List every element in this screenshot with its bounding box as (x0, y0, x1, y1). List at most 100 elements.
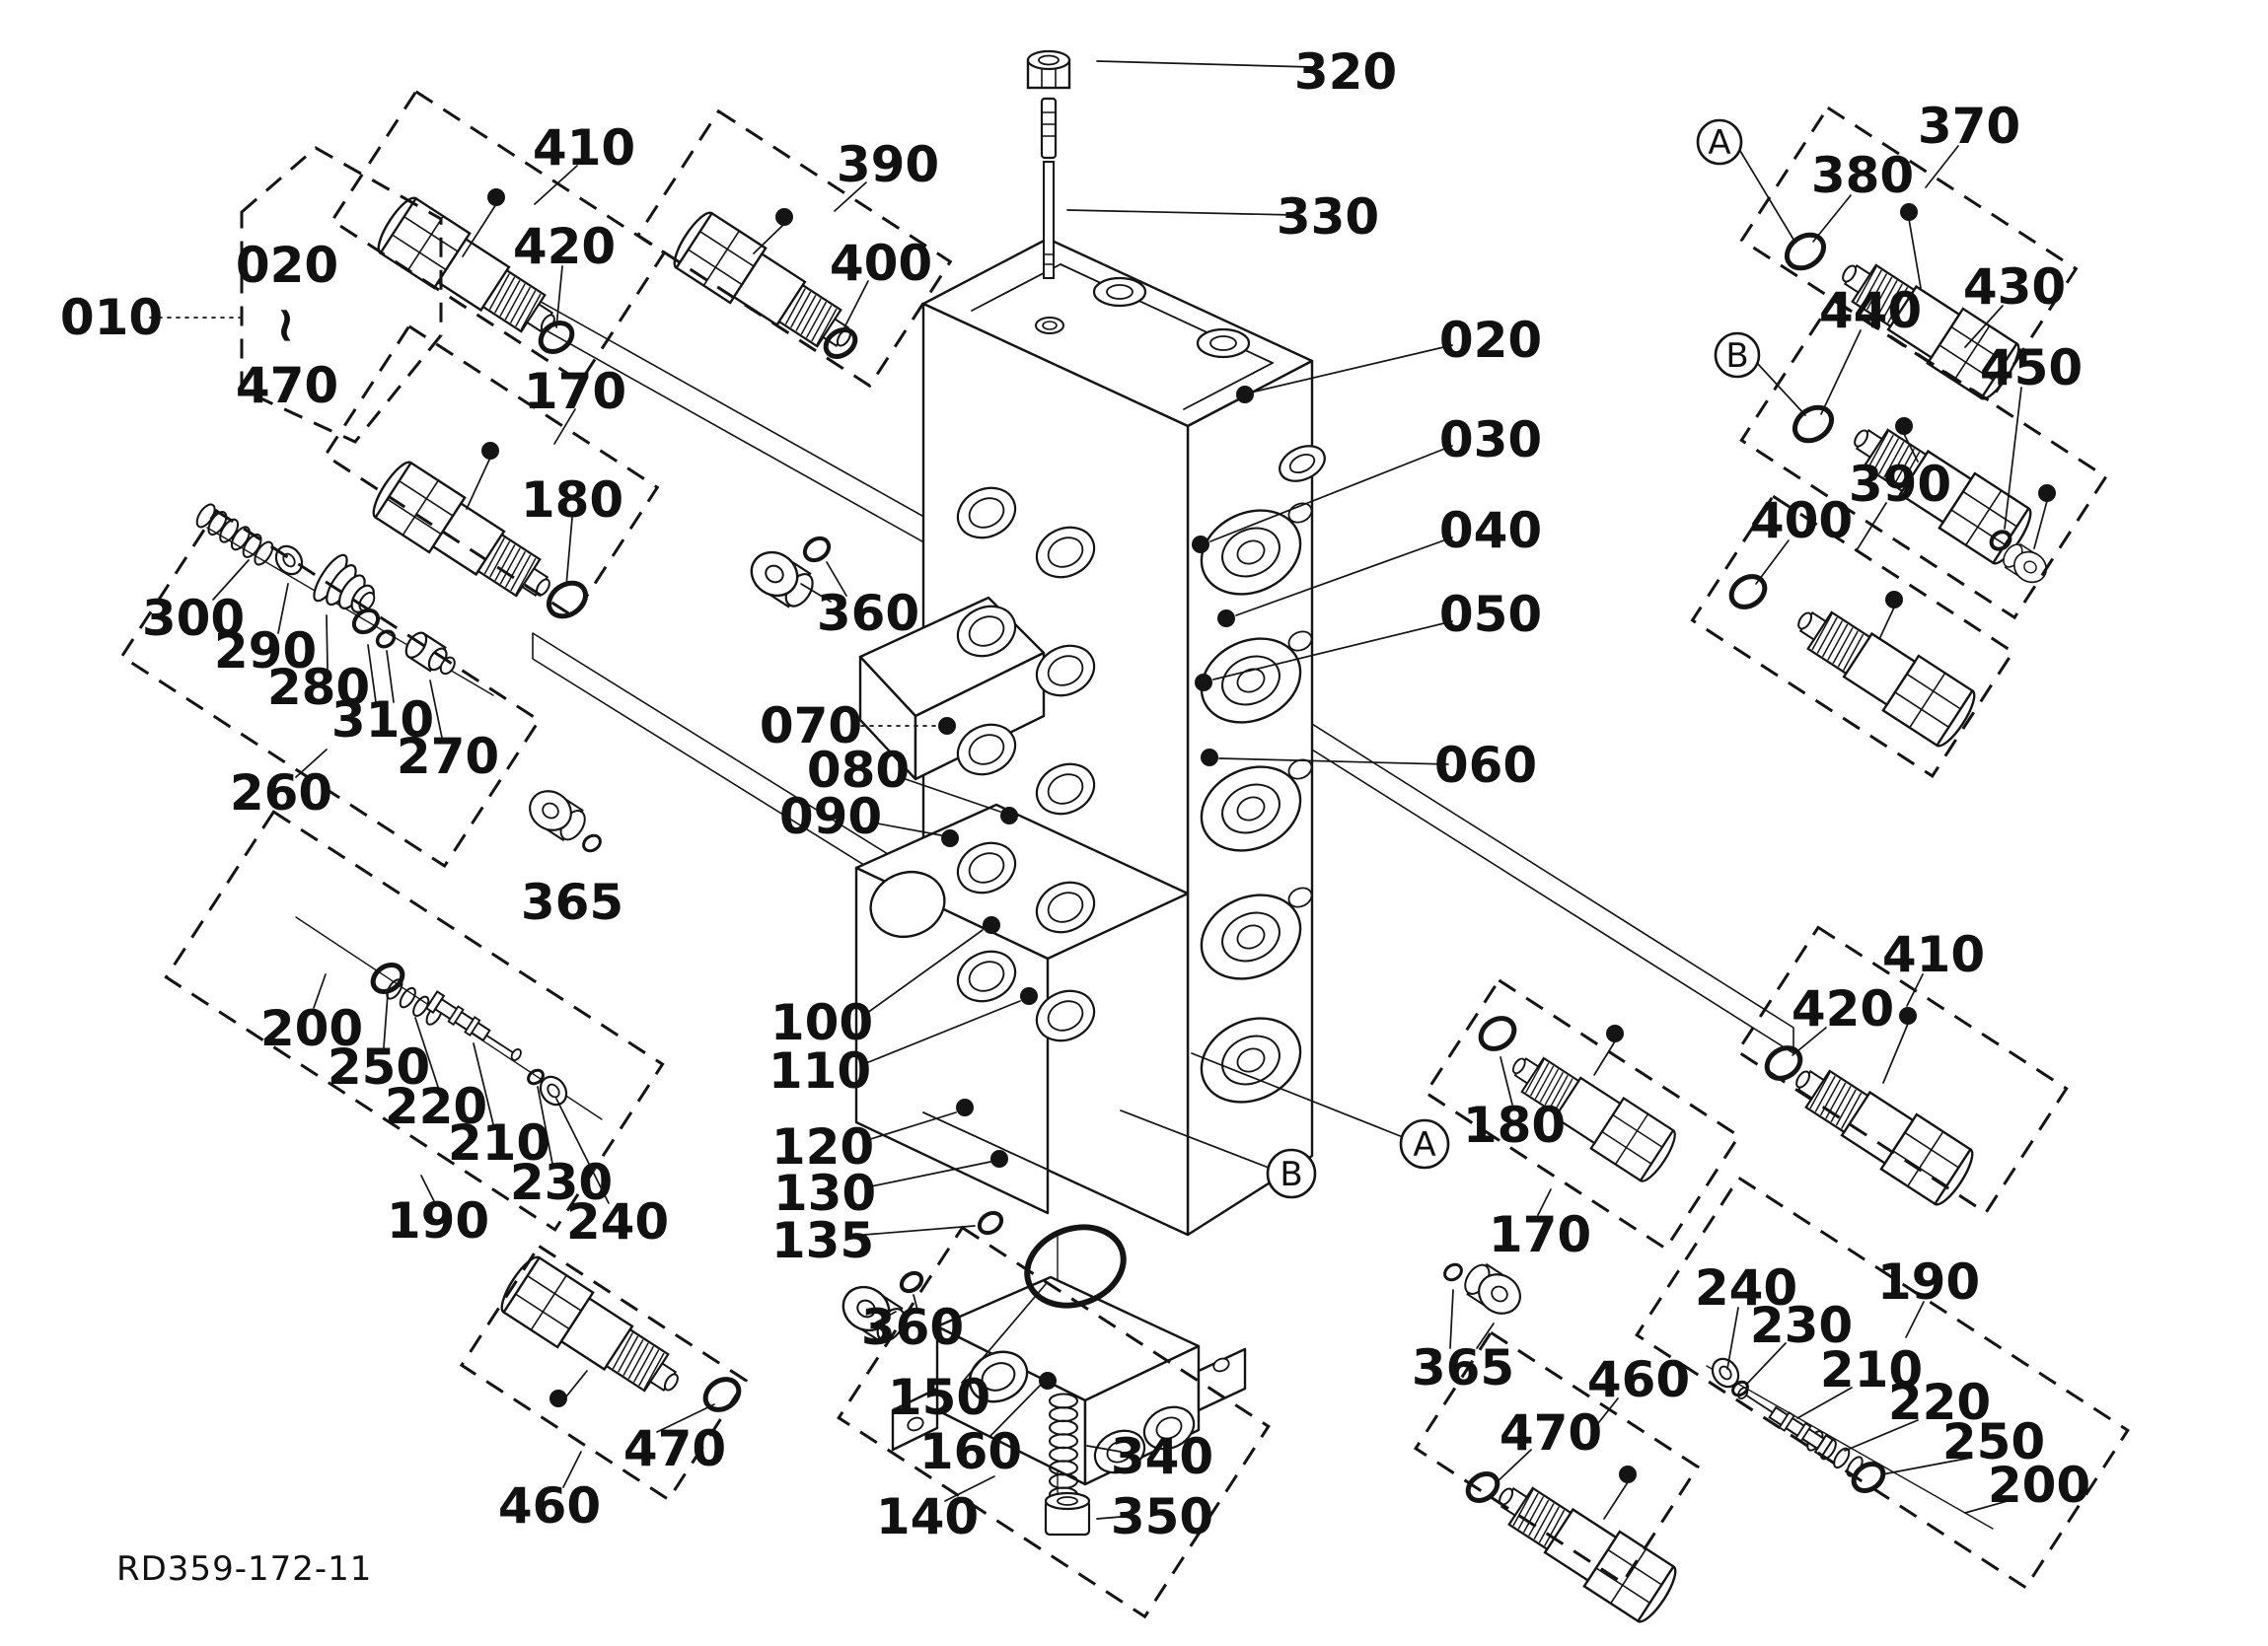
thread-line (1871, 276, 1893, 314)
leader-line (473, 1042, 494, 1125)
callout-dot (1885, 591, 1903, 608)
callout-dot (1217, 609, 1235, 627)
part-label-310: 310 (331, 691, 434, 749)
callout-dot (1900, 203, 1918, 221)
thread-line (499, 280, 521, 317)
socket-plug (841, 1285, 906, 1343)
leader-line (753, 223, 785, 254)
part-label-440: 440 (1819, 282, 1922, 339)
part-label-330: 330 (1277, 188, 1379, 246)
thread-line (1809, 1072, 1831, 1109)
part-label-210: 210 (1820, 1341, 1923, 1398)
thread-line (488, 273, 510, 310)
callout-dot (938, 717, 956, 735)
callout-dot (1201, 749, 1218, 766)
dashed-group-box (240, 146, 443, 444)
cap-facet (1614, 1112, 1649, 1166)
leader-line (1903, 433, 1919, 463)
leader-line (1726, 1307, 1739, 1370)
center-axis-line (1706, 1365, 1994, 1530)
dashed-group-box (1739, 106, 2079, 403)
dashed-group-box (1735, 925, 2069, 1215)
thread-line (633, 1346, 654, 1383)
callout-dots (481, 188, 2056, 1483)
part-label-150: 150 (888, 1369, 990, 1426)
leader-line (326, 614, 329, 670)
thread-line (1525, 1059, 1545, 1094)
cylinder-face (968, 961, 1005, 992)
callout-dot (956, 1099, 974, 1116)
valve-cartridge (1797, 610, 1976, 748)
part-label-200: 200 (260, 1000, 363, 1057)
leader-line (277, 583, 289, 634)
thread-line (1856, 266, 1877, 304)
leader-line (553, 408, 576, 445)
group-boxes (119, 89, 2130, 1619)
part-label-400: 400 (1750, 492, 1853, 549)
end-cap (869, 871, 946, 938)
leader-line (1495, 1449, 1532, 1484)
cylinder-face (1042, 321, 1058, 330)
cylinder-face (968, 852, 1005, 884)
ear-hole (1212, 1357, 1230, 1373)
part-label-420: 420 (513, 218, 616, 275)
o-ring (823, 327, 858, 359)
thread-line (643, 1352, 665, 1390)
leader-line (989, 1384, 1042, 1437)
drawing-number: RD359-172-11 (116, 1549, 372, 1589)
cylinder-face (1236, 924, 1266, 950)
part-label-370: 370 (1918, 98, 2020, 155)
part-label-260: 260 (230, 764, 332, 822)
leader-line (414, 1017, 439, 1088)
cylinder-face (1288, 454, 1316, 473)
circled-ref-A (1399, 1118, 1450, 1170)
cylinder-face (1719, 1365, 1732, 1381)
part-label-430: 430 (1963, 258, 2066, 316)
leader-line (462, 203, 497, 257)
thread-line (483, 537, 505, 574)
thread-line (1866, 273, 1887, 310)
leader-line (534, 165, 578, 205)
washer (539, 1075, 568, 1107)
thread-line (515, 557, 537, 595)
valve-cartridge (1795, 1069, 1974, 1206)
leader-lines (149, 60, 2048, 1520)
leader-line (1882, 1023, 1909, 1084)
thread-line (489, 540, 511, 578)
leader-line (656, 1403, 715, 1433)
socket-hole (542, 802, 559, 820)
part-label-420: 420 (1792, 980, 1894, 1038)
part-label-190: 190 (387, 1192, 489, 1250)
leader-line (1856, 502, 1887, 551)
spool (1737, 1387, 1835, 1458)
callout-dot (1606, 1025, 1624, 1042)
valve-cartridge (1499, 1486, 1677, 1623)
part-label-390: 390 (1849, 456, 1951, 513)
thread-line (638, 1349, 660, 1387)
thread-line (1517, 1492, 1539, 1530)
coil-loop (399, 986, 416, 1009)
part-label-380: 380 (1811, 147, 1914, 204)
leader-line (1218, 757, 1449, 765)
dashed-group-box (323, 323, 660, 619)
cylinder-face (981, 1362, 1016, 1392)
leader-line (2004, 387, 2022, 530)
circled-ref-B (1266, 1148, 1317, 1199)
dashed-group-box (837, 1225, 1271, 1619)
leader-line (1212, 620, 1453, 680)
part-label-120: 120 (771, 1118, 874, 1176)
leader-line (1755, 539, 1790, 585)
leader-line (367, 644, 377, 703)
part-label-230: 230 (510, 1154, 613, 1211)
thread-line (1512, 1489, 1534, 1527)
part-label-470: 470 (236, 357, 338, 414)
callout-dot (549, 1390, 567, 1407)
o-ring (1465, 1471, 1500, 1503)
leader-line (1096, 60, 1313, 68)
o-ring (977, 1210, 1004, 1236)
leader-line (1537, 1188, 1552, 1216)
thread-line (1837, 630, 1859, 668)
o-ring (370, 963, 405, 994)
thread-line (618, 1335, 639, 1373)
part-label-040: 040 (1439, 502, 1542, 559)
